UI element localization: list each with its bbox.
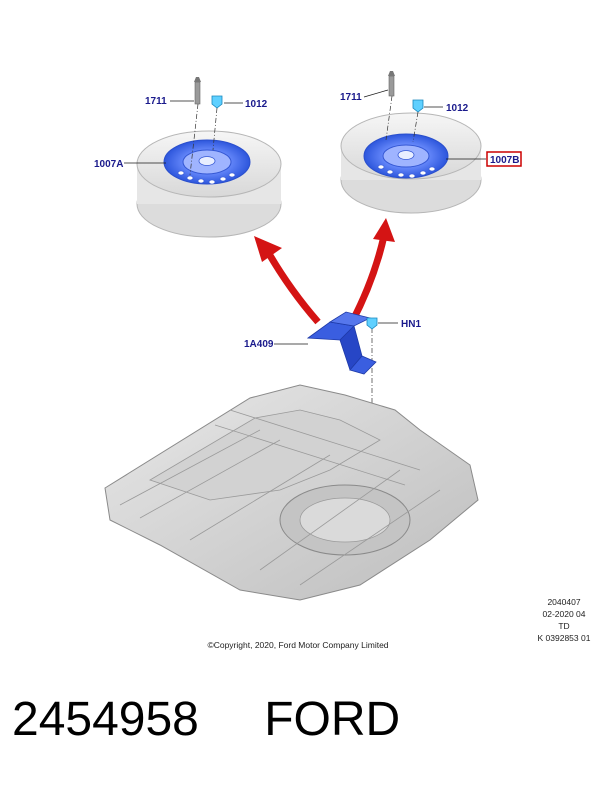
arrow-left-head bbox=[254, 236, 282, 262]
callout-1012-left: 1012 bbox=[245, 99, 268, 110]
ref-line-2: 02-2020 04 bbox=[542, 609, 585, 619]
bracket-nut bbox=[366, 317, 378, 330]
leader-lines bbox=[124, 89, 486, 345]
callout-1711-right: 1711 bbox=[340, 92, 362, 103]
bolt-left bbox=[194, 77, 201, 105]
ref-line-3: TD bbox=[558, 621, 569, 631]
callout-1007a: 1007A bbox=[94, 159, 123, 170]
ref-line-1: 2040407 bbox=[547, 597, 580, 607]
bolt-right bbox=[388, 71, 395, 97]
ref-line-4: K 0392853 01 bbox=[538, 633, 591, 643]
brand-name: FORD bbox=[264, 693, 401, 746]
spare-wheel-left bbox=[136, 130, 282, 238]
footer-caption: 2454958 FORD bbox=[12, 690, 592, 750]
callout-1007b: 1007B bbox=[490, 155, 519, 166]
nut-right bbox=[412, 99, 424, 113]
part-number: 2454958 bbox=[12, 693, 199, 746]
copyright-text: ©Copyright, 2020, Ford Motor Company Lim… bbox=[207, 640, 388, 650]
callout-1a409: 1A409 bbox=[244, 339, 274, 350]
nut-left bbox=[211, 95, 223, 109]
spare-wheel-right bbox=[340, 112, 482, 214]
floor-pan bbox=[104, 384, 479, 601]
callout-hn1: HN1 bbox=[401, 319, 421, 330]
installation-arrows bbox=[254, 218, 395, 325]
callout-1012-right: 1012 bbox=[446, 103, 469, 114]
highlight-box-1007b bbox=[486, 151, 522, 167]
callout-1711-left: 1711 bbox=[145, 96, 167, 107]
arrow-right-head bbox=[373, 218, 395, 242]
